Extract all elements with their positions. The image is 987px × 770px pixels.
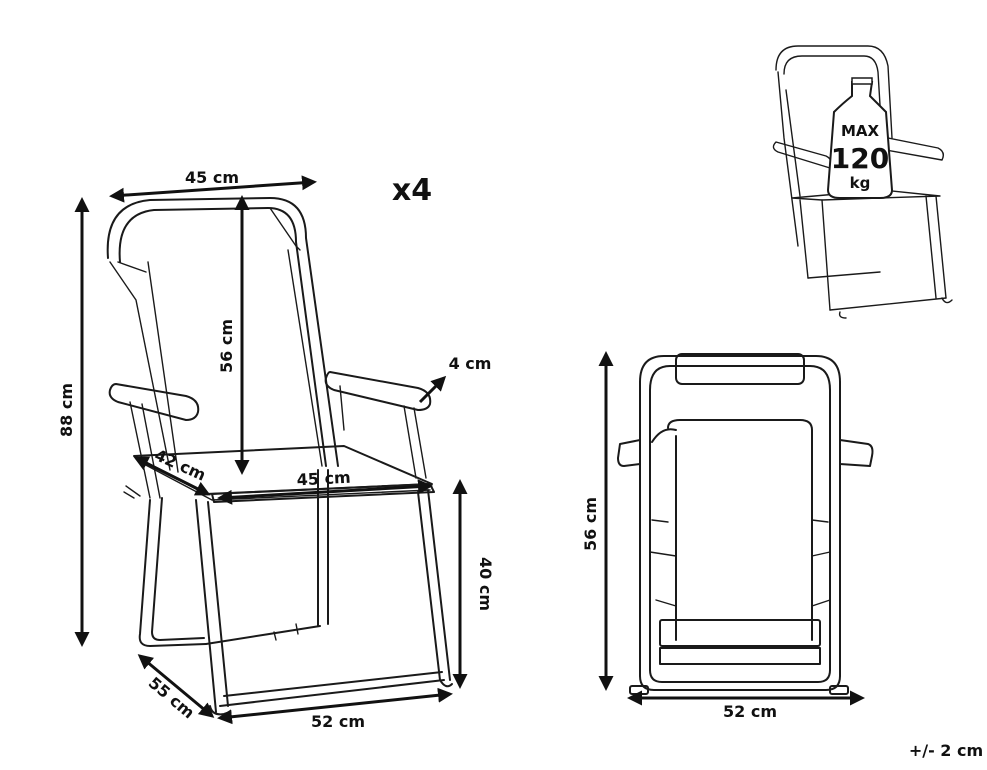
front-width-label: 52 cm bbox=[723, 702, 777, 721]
depth-arrow bbox=[137, 654, 215, 718]
tolerance-label: +/- 2 cm bbox=[909, 741, 983, 760]
badge-unit-label: kg bbox=[850, 174, 871, 192]
width-arrow bbox=[217, 687, 453, 725]
weight-icon bbox=[826, 81, 894, 199]
load-capacity-chair: MAX 120 kg bbox=[772, 45, 953, 319]
armrest-width-arrow bbox=[418, 375, 447, 404]
top-width-arrow bbox=[109, 175, 317, 203]
seat-depth-arrow bbox=[133, 456, 211, 496]
seat-width-arrow bbox=[217, 479, 433, 505]
seat-height-label: 40 cm bbox=[476, 557, 495, 611]
badge-weight-value: 120 bbox=[831, 142, 889, 175]
back-height-label: 56 cm bbox=[217, 319, 236, 373]
width-label: 52 cm bbox=[311, 712, 365, 731]
front-height-label: 56 cm bbox=[581, 497, 600, 551]
front-view-chair bbox=[617, 353, 874, 695]
quantity-label: x4 bbox=[392, 173, 432, 208]
badge-max-label: MAX bbox=[841, 122, 880, 140]
seat-width-label: 45 cm bbox=[296, 468, 351, 490]
top-width-label: 45 cm bbox=[185, 168, 239, 187]
armrest-width-label: 4 cm bbox=[449, 354, 492, 373]
total-height-label: 88 cm bbox=[57, 383, 76, 437]
dimension-arrows bbox=[74, 175, 865, 725]
